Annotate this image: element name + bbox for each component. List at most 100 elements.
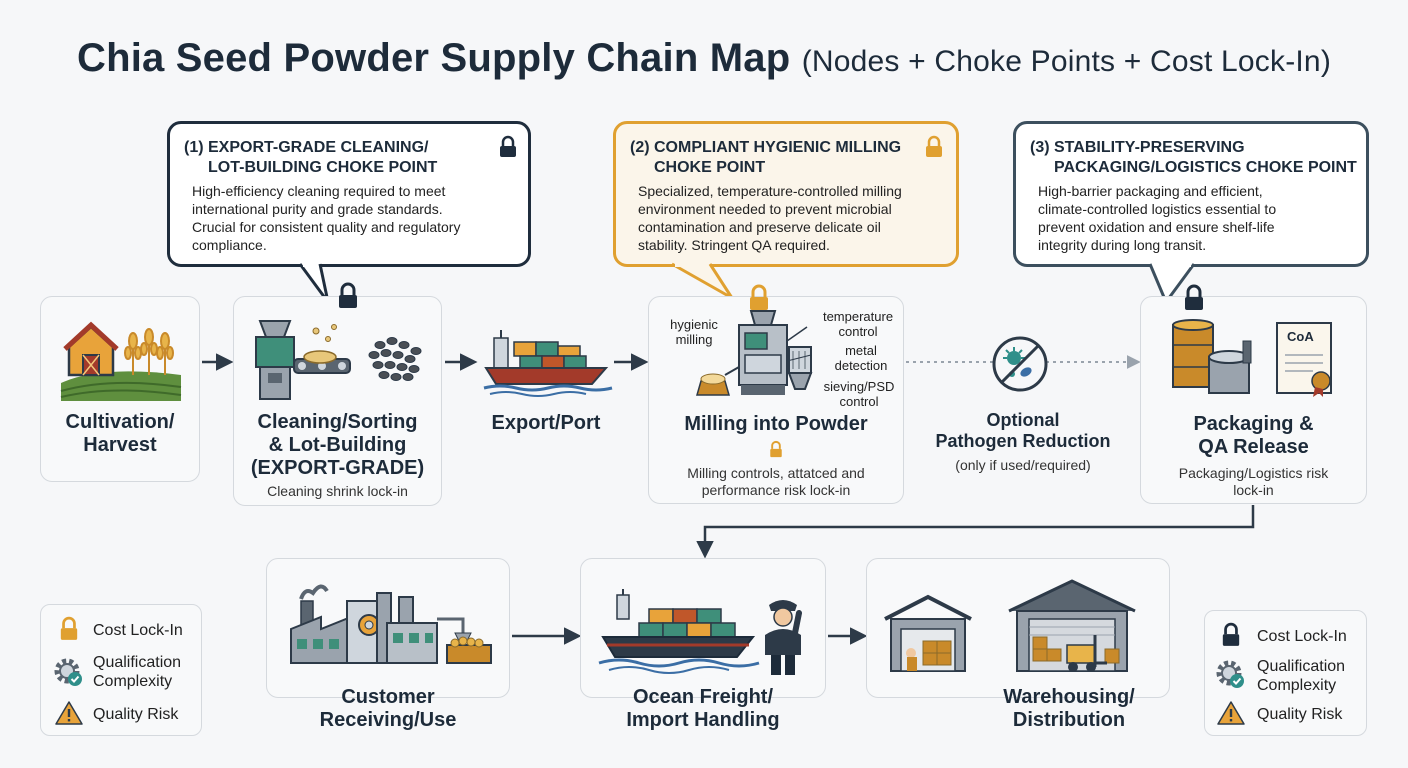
callout-2-body: Specialized, temperature-controlled mill… — [638, 182, 902, 254]
callout-packaging-choke-point: (3) STABILITY-PRESERVING PACKAGING/LOGIS… — [1013, 121, 1369, 267]
callout-3-body-line: prevent oxidation and ensure shelf-life — [1038, 219, 1275, 235]
callout-2-body-line: Specialized, temperature-controlled mill… — [638, 183, 902, 199]
callout-2-body-line: stability. Stringent QA required. — [638, 237, 830, 253]
label-line: hygienic — [670, 317, 718, 332]
customs-officer-icon — [765, 600, 802, 675]
warning-icon — [55, 701, 83, 725]
customer-title-line: Receiving/Use — [319, 709, 457, 731]
packaging-note-line: Packaging/Logistics risk — [1178, 465, 1329, 481]
callout-milling-choke-point: (2) COMPLIANT HYGIENIC MILLING CHOKE POI… — [613, 121, 959, 267]
ocean-ship-icon — [598, 589, 760, 674]
legend-cost-lock-in: Cost Lock-In — [93, 622, 183, 639]
node-warehousing — [866, 558, 1170, 698]
node-customer-receiving — [266, 558, 510, 698]
export-port-title: Export/Port — [491, 412, 601, 434]
label-line: milling — [675, 332, 713, 347]
cultivation-title: Cultivation/ Harvest — [41, 411, 199, 457]
pathogen-title-line: Optional — [986, 410, 1060, 430]
warning-icon — [1217, 701, 1245, 725]
packaging-title-line: QA Release — [1198, 436, 1309, 458]
callout-1-body-line: Crucial for consistent quality and regul… — [192, 219, 461, 235]
cleaning-title-line: (EXPORT-GRADE) — [250, 457, 425, 479]
node-cleaning-sorting: Cleaning/Sorting & Lot-Building (EXPORT-… — [233, 282, 442, 506]
label-line: temperature — [822, 309, 894, 324]
lock-icon — [1185, 284, 1203, 310]
ocean-title-line: Ocean Freight/ — [632, 686, 774, 708]
callout-3-body-line: High-barrier packaging and efficient, — [1038, 183, 1263, 199]
node-cultivation-harvest: Cultivation/ Harvest — [40, 296, 200, 482]
page-title: Chia Seed Powder Supply Chain Map (Nodes… — [0, 36, 1408, 81]
lock-icon — [500, 135, 516, 157]
lock-icon — [339, 282, 357, 308]
arrow-packaging-ocean — [696, 505, 1255, 559]
label-line: control — [838, 324, 878, 339]
legend-cost-lock-in: Cost Lock-In — [1257, 628, 1347, 645]
legend-left: Cost Lock-In Qualification Complexity Qu… — [40, 604, 202, 736]
callout-3-body: High-barrier packaging and efficient, cl… — [1038, 182, 1276, 254]
label-temperature-control: temperature control — [817, 309, 899, 339]
lock-icon — [770, 440, 782, 458]
cleaning-title-line: & Lot-Building — [268, 434, 407, 456]
milling-note: Milling controls, attatced and performan… — [649, 465, 903, 499]
legend-qualification: Qualification Complexity — [1257, 657, 1345, 695]
gear-check-icon — [1216, 660, 1244, 688]
cleaning-note: Cleaning shrink lock-in — [267, 483, 408, 499]
title-subtitle: (Nodes + Choke Points + Cost Lock-In) — [801, 45, 1332, 78]
callout-2-title-line2: CHOKE POINT — [654, 159, 766, 176]
warehouse-forklift-icon — [1008, 579, 1136, 672]
legend-line: Complexity — [1257, 677, 1337, 694]
legend-line: Qualification — [1257, 658, 1346, 675]
callout-3-title-line1: (3) STABILITY-PRESERVING — [1030, 139, 1245, 156]
ocean-title-line: Import Handling — [626, 709, 780, 731]
callout-1-title-line1: (1) EXPORT-GRADE CLEANING/ — [184, 139, 429, 156]
gear-check-icon — [54, 658, 82, 686]
factory-icon — [290, 584, 492, 664]
coa-label: CoA — [1287, 329, 1314, 344]
lock-icon — [1222, 622, 1240, 646]
milling-note-line: Milling controls, attatced and — [687, 465, 865, 481]
label-line: detection — [834, 358, 888, 373]
cleaning-machine-icon — [255, 320, 422, 400]
label-line: metal — [845, 343, 877, 358]
milling-machine-icon — [696, 310, 813, 396]
cargo-ship-icon — [483, 330, 613, 397]
label-line: control — [839, 394, 879, 409]
packaging-title: Packaging & QA Release — [1141, 413, 1366, 459]
cultivation-title-line: Cultivation/ — [65, 411, 175, 433]
cleaning-title: Cleaning/Sorting & Lot-Building (EXPORT-… — [234, 411, 441, 480]
label-hygienic-milling: hygienic milling — [661, 317, 727, 347]
packaging-note: Packaging/Logistics risk lock-in — [1141, 465, 1366, 499]
callout-1-body-line: compliance. — [192, 237, 267, 253]
lock-icon — [750, 284, 768, 310]
legend-line: Complexity — [93, 673, 173, 690]
farm-icon — [60, 321, 182, 401]
callout-3-body-line: integrity during long transit. — [1038, 237, 1207, 253]
label-line: sieving/PSD — [823, 379, 895, 394]
warehouse-title-line: Warehousing/ — [1003, 686, 1135, 708]
pathogen-title: Optional Pathogen Reduction — [920, 410, 1126, 452]
warehouse-title: Warehousing/ Distribution — [966, 686, 1172, 732]
callout-1-body-line: High-efficiency cleaning required to mee… — [192, 183, 446, 199]
node-packaging-qa: CoA Packaging & QA Release Packaging/Log… — [1140, 284, 1367, 504]
legend-right: Cost Lock-In Qualification Complexity Qu… — [1204, 610, 1367, 736]
certificate-icon — [1276, 322, 1332, 397]
callout-2-body-line: environment needed to prevent microbial — [638, 201, 892, 217]
callout-2-body-line: contamination and preserve delicate oil — [638, 219, 881, 235]
milling-note-line: performance risk lock-in — [701, 482, 851, 498]
callout-1-title-line2: LOT-BUILDING CHOKE POINT — [208, 159, 438, 176]
callout-1-body: High-efficiency cleaning required to mee… — [192, 182, 460, 254]
packaging-note-line: lock-in — [1233, 482, 1274, 498]
callout-3-body-line: climate-controlled logistics essential t… — [1038, 201, 1277, 217]
node-milling: hygienic milling temperature control met… — [648, 284, 904, 504]
ocean-title: Ocean Freight/ Import Handling — [580, 686, 826, 732]
customer-title-line: Customer — [341, 686, 435, 708]
packaging-drums-icon — [1172, 319, 1252, 394]
label-metal-detection: metal detection — [825, 343, 897, 373]
node-ocean-freight — [580, 558, 826, 698]
milling-title: Milling into Powder — [684, 413, 868, 435]
lock-icon — [60, 616, 78, 640]
lock-icon — [926, 135, 942, 157]
pathogen-title-line: Pathogen Reduction — [935, 431, 1111, 451]
callout-3-title-line2: PACKAGING/LOGISTICS CHOKE POINT — [1054, 159, 1357, 176]
